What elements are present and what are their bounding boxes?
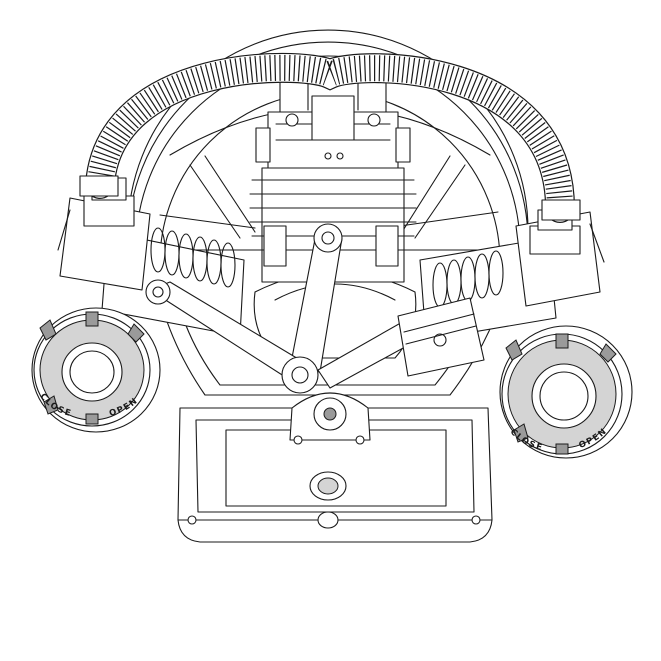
piston: [397, 297, 485, 377]
right-air-filter: [499, 325, 633, 459]
transfer-hose: [79, 52, 581, 223]
oil-plug: [309, 471, 347, 529]
connecting-rods: [145, 223, 437, 394]
crank-counterweight: [289, 392, 371, 445]
left-air-filter: [31, 307, 161, 433]
